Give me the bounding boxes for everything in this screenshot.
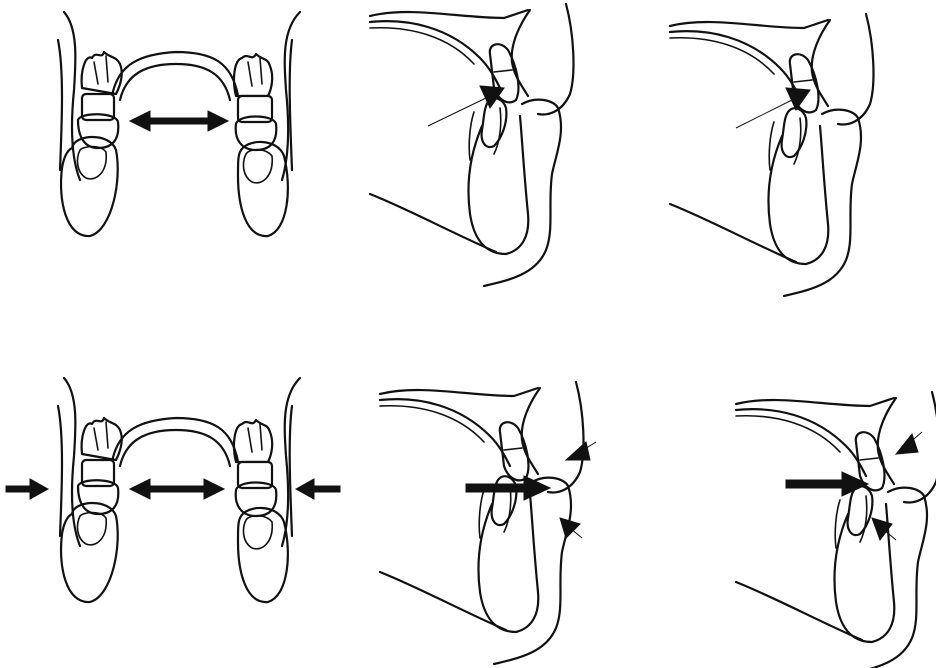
double-arrow-expansion <box>130 479 224 499</box>
double-arrow-expansion <box>130 111 228 131</box>
horizontal-forward-arrow <box>786 472 868 496</box>
left-inward-arrow <box>6 479 48 499</box>
panel-profile-bottom-right <box>736 392 936 668</box>
panel-profile-top-middle <box>370 4 573 286</box>
panel-profile-top-right <box>670 14 873 296</box>
lower-incisor-pointer-arrow <box>872 518 896 540</box>
upper-incisor-pointer-arrow <box>896 432 922 454</box>
panel-frontal-bottom <box>6 378 340 602</box>
right-inward-arrow <box>296 479 340 499</box>
panel-frontal-top <box>58 12 300 236</box>
upper-incisor-pointer-arrow <box>566 442 596 460</box>
panel-profile-bottom-middle <box>380 382 596 664</box>
diagonal-arrow <box>428 86 504 126</box>
lower-incisor-pointer-arrow <box>560 518 582 538</box>
